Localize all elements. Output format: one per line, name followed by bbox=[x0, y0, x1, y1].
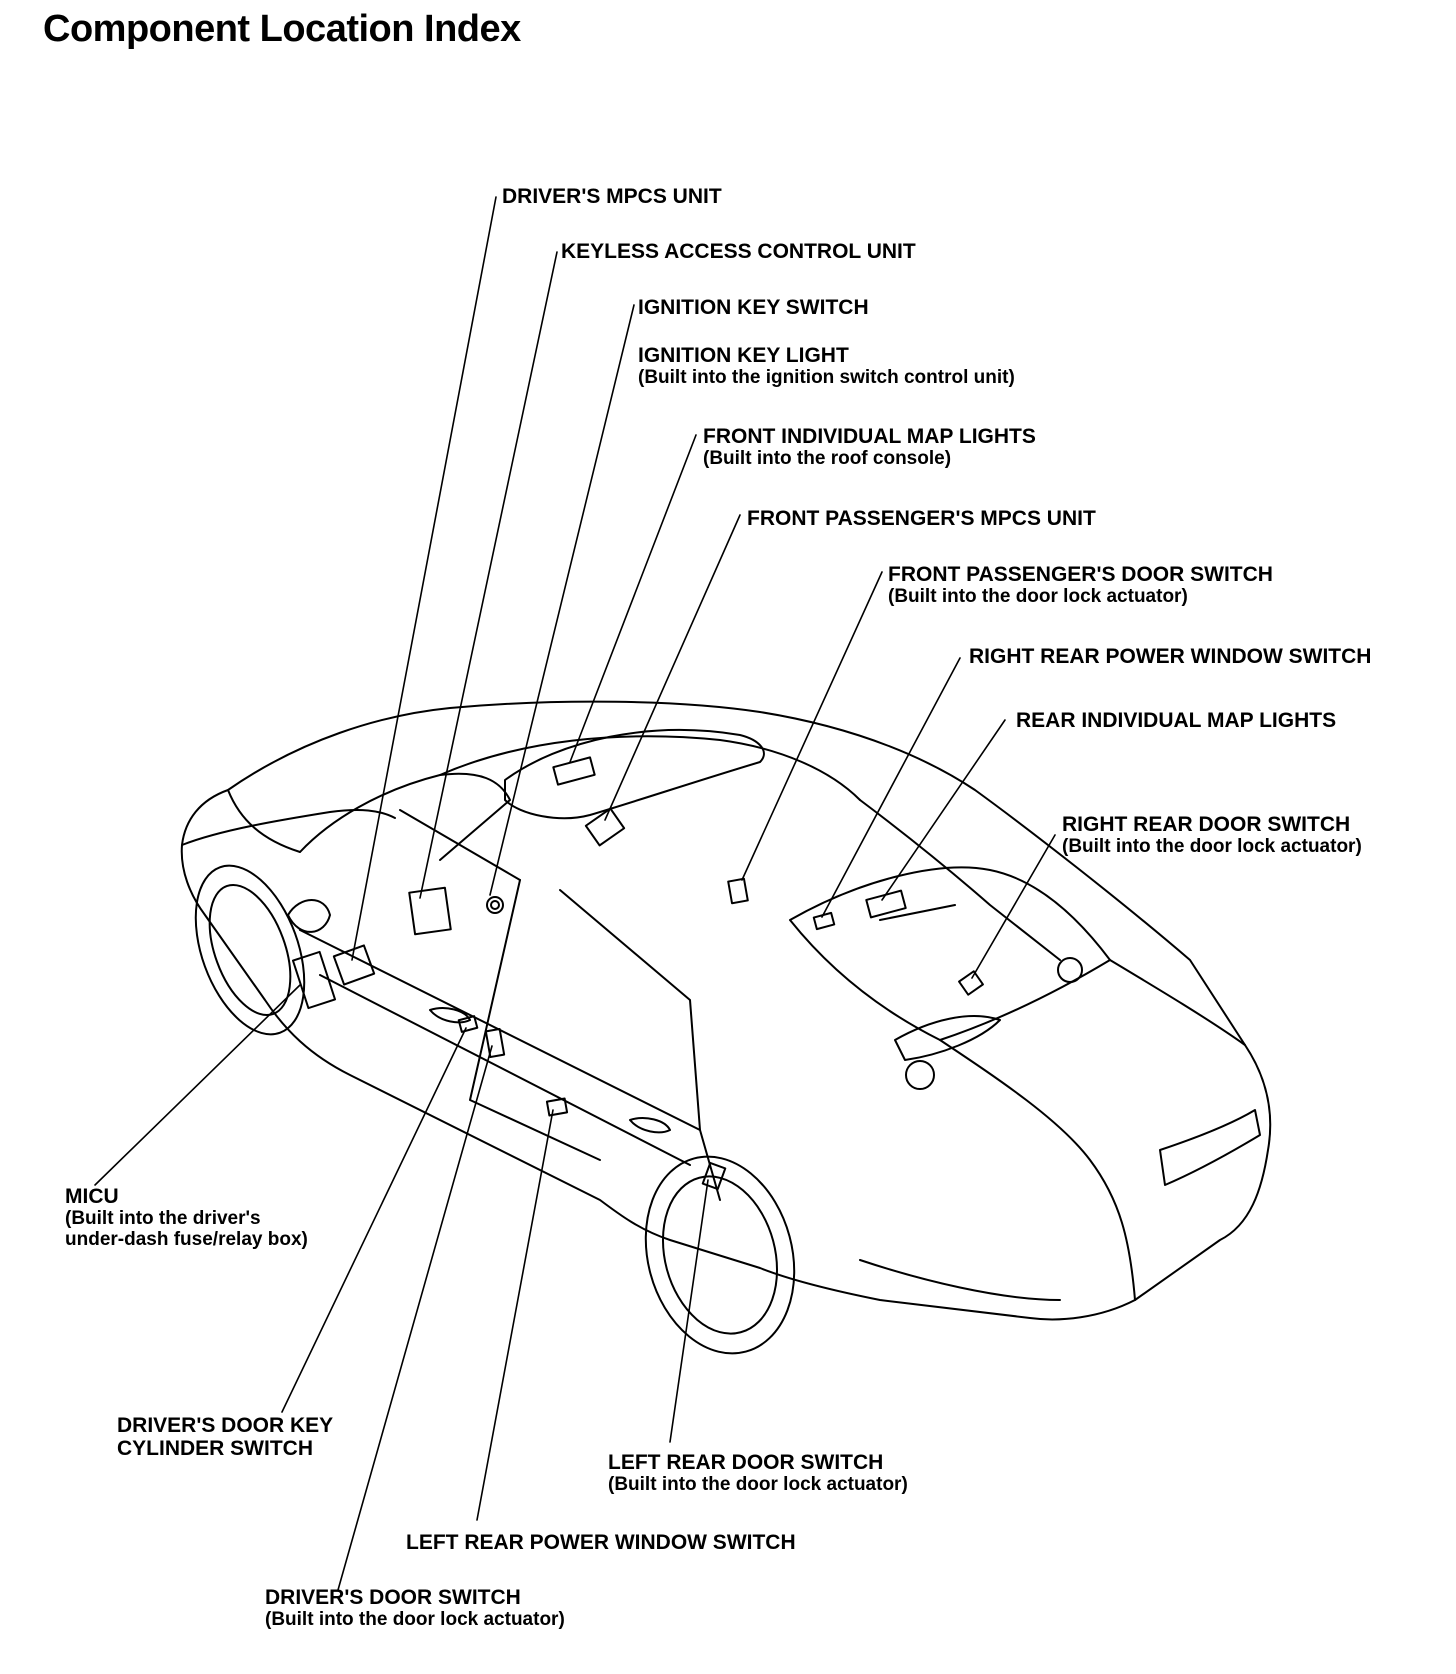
label-drivers-mpcs-unit: DRIVER'S MPCS UNIT bbox=[502, 185, 722, 208]
front-map-lights-box bbox=[552, 756, 596, 786]
leader-lines bbox=[94, 196, 1056, 1591]
right-rear-window-switch bbox=[812, 911, 836, 931]
left-rear-door-switch bbox=[701, 1161, 727, 1191]
leader-front-door-switch bbox=[741, 571, 883, 881]
leader-ignition bbox=[489, 304, 635, 896]
label-note: (Built into the ignition switch control … bbox=[638, 367, 1015, 388]
leader-right-rear-door bbox=[971, 834, 1056, 979]
label-title-line1: DRIVER'S DOOR KEY bbox=[117, 1414, 334, 1437]
leader-rear-map bbox=[881, 719, 1006, 901]
keyless-control-box bbox=[408, 886, 452, 936]
leader-key-cylinder bbox=[281, 1027, 467, 1413]
drivers-door-key-cylinder bbox=[457, 1015, 479, 1033]
rear-map-lights-box bbox=[865, 889, 907, 919]
label-right-rear-door-switch: RIGHT REAR DOOR SWITCH (Built into the d… bbox=[1062, 813, 1362, 857]
drivers-door-switch bbox=[484, 1027, 506, 1059]
components bbox=[291, 756, 984, 1191]
label-right-rear-power-window-switch: RIGHT REAR POWER WINDOW SWITCH bbox=[969, 645, 1371, 668]
leader-left-rear-window bbox=[476, 1109, 554, 1521]
label-front-passengers-door-switch: FRONT PASSENGER'S DOOR SWITCH (Built int… bbox=[888, 563, 1273, 607]
label-title: IGNITION KEY SWITCH bbox=[638, 296, 869, 319]
label-note-line1: (Built into the driver's bbox=[65, 1208, 261, 1229]
label-front-passengers-mpcs-unit: FRONT PASSENGER'S MPCS UNIT bbox=[747, 507, 1096, 530]
page-title: Component Location Index bbox=[43, 8, 521, 50]
label-note: (Built into the door lock actuator) bbox=[265, 1609, 565, 1630]
leader-drivers-mpcs bbox=[351, 196, 497, 961]
label-title: FRONT PASSENGER'S DOOR SWITCH bbox=[888, 563, 1273, 586]
ignition-switch bbox=[486, 896, 504, 914]
front-passenger-mpcs-box bbox=[584, 807, 626, 847]
label-drivers-door-key-cylinder-switch: DRIVER'S DOOR KEY CYLINDER SWITCH bbox=[117, 1414, 333, 1460]
label-title: DRIVER'S DOOR SWITCH bbox=[265, 1586, 521, 1609]
leader-keyless bbox=[419, 251, 558, 899]
label-micu: MICU (Built into the driver's under-dash… bbox=[65, 1185, 308, 1250]
label-title: KEYLESS ACCESS CONTROL UNIT bbox=[561, 240, 916, 263]
label-title: REAR INDIVIDUAL MAP LIGHTS bbox=[1016, 709, 1337, 732]
label-title: IGNITION KEY LIGHT bbox=[638, 344, 849, 367]
leader-right-rear-window bbox=[821, 657, 961, 918]
label-note: (Built into the roof console) bbox=[703, 448, 952, 469]
label-title: FRONT INDIVIDUAL MAP LIGHTS bbox=[703, 425, 1036, 448]
leader-drivers-door-switch bbox=[337, 1045, 493, 1591]
label-title: DRIVER'S MPCS UNIT bbox=[502, 185, 722, 208]
label-left-rear-door-switch: LEFT REAR DOOR SWITCH (Built into the do… bbox=[608, 1451, 908, 1495]
right-rear-door-switch bbox=[958, 970, 984, 996]
leader-left-rear-door bbox=[669, 1179, 709, 1443]
micu-box bbox=[291, 950, 337, 1010]
left-rear-window-switch bbox=[545, 1097, 569, 1117]
label-keyless-access-control-unit: KEYLESS ACCESS CONTROL UNIT bbox=[561, 240, 916, 263]
label-note: (Built into the door lock actuator) bbox=[608, 1474, 908, 1495]
label-drivers-door-switch: DRIVER'S DOOR SWITCH (Built into the doo… bbox=[265, 1586, 565, 1630]
label-ignition-key-switch: IGNITION KEY SWITCH bbox=[638, 296, 869, 319]
label-title: FRONT PASSENGER'S MPCS UNIT bbox=[747, 507, 1096, 530]
car-outline bbox=[180, 700, 1272, 1355]
label-title: LEFT REAR POWER WINDOW SWITCH bbox=[406, 1531, 796, 1554]
label-title: MICU bbox=[65, 1185, 119, 1208]
leader-micu bbox=[94, 984, 301, 1186]
label-title: LEFT REAR DOOR SWITCH bbox=[608, 1451, 884, 1474]
drivers-mpcs-box bbox=[332, 944, 376, 986]
label-title: RIGHT REAR DOOR SWITCH bbox=[1062, 813, 1351, 836]
label-rear-individual-map-lights: REAR INDIVIDUAL MAP LIGHTS bbox=[1016, 709, 1336, 732]
leader-front-mpcs bbox=[604, 514, 741, 821]
label-front-individual-map-lights: FRONT INDIVIDUAL MAP LIGHTS (Built into … bbox=[703, 425, 1036, 469]
label-note: (Built into the door lock actuator) bbox=[1062, 836, 1362, 857]
label-note-line2: under-dash fuse/relay box) bbox=[65, 1229, 308, 1250]
label-note: (Built into the door lock actuator) bbox=[888, 586, 1188, 607]
label-ignition-key-light: IGNITION KEY LIGHT (Built into the ignit… bbox=[638, 344, 1015, 388]
label-title-line2: CYLINDER SWITCH bbox=[117, 1437, 313, 1460]
leader-front-map bbox=[569, 434, 697, 763]
label-left-rear-power-window-switch: LEFT REAR POWER WINDOW SWITCH bbox=[406, 1531, 796, 1554]
front-passenger-door-switch bbox=[727, 877, 749, 905]
label-title: RIGHT REAR POWER WINDOW SWITCH bbox=[969, 645, 1372, 668]
